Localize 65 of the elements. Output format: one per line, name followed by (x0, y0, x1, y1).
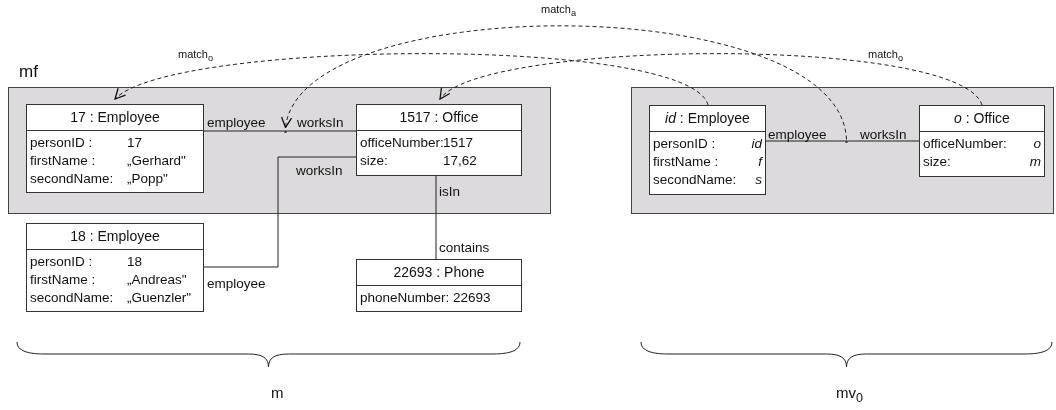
attribute-value: o (1032, 135, 1041, 153)
object-box (649, 105, 766, 195)
object-box (356, 259, 522, 312)
attribute-value: 17 (127, 134, 144, 152)
attribute-value: s (754, 171, 762, 189)
brace-label: m (271, 384, 284, 401)
attribute-name: personID : (30, 253, 94, 271)
link-line (203, 130, 285, 132)
attribute-value: 18 (127, 253, 144, 271)
role-label: employee (207, 276, 266, 291)
attribute-name: firstName : (653, 153, 720, 171)
link-line (435, 175, 437, 260)
match-region (631, 87, 1054, 214)
link-line (203, 156, 357, 268)
attribute-name: officeNumber: (360, 134, 443, 152)
attribute-name: secondName: (30, 289, 115, 307)
object-title: 18 : Employee (27, 224, 203, 250)
attribute-value: 17,62 (443, 152, 478, 170)
edge-label: match$_{o}$ (868, 48, 904, 64)
role-label: worksIn (296, 163, 343, 178)
attribute-name: personID : (653, 135, 717, 153)
edge-label: match$_{o}$ (178, 48, 214, 64)
attribute-value: 1517 (443, 134, 475, 152)
edge-label: match$_{a}$ (541, 3, 577, 19)
object-box (919, 105, 1045, 177)
role-label: isIn (439, 184, 460, 199)
attribute-value: f (757, 153, 762, 171)
link-line (847, 140, 920, 142)
object-title: o : Office (920, 106, 1044, 132)
attribute-value: „Andreas" (127, 271, 188, 289)
attribute-name: size: (360, 152, 389, 170)
object-box (26, 223, 204, 312)
attribute-value: id (750, 135, 762, 153)
link-line (286, 130, 357, 132)
attribute-name: personID : (30, 134, 94, 152)
attribute-name: secondName: (30, 170, 115, 188)
region-title: mf (19, 62, 38, 82)
attribute-value: „Guenzler" (127, 289, 193, 307)
role-label: employee (768, 127, 827, 142)
role-label: worksIn (297, 115, 344, 130)
attribute-value: m (1028, 153, 1041, 171)
object-box (26, 104, 204, 193)
attribute-text: phoneNumber: 22693 (360, 289, 492, 307)
attribute-name: secondName: (653, 171, 738, 189)
role-label: contains (439, 240, 490, 255)
attribute-value: „Popp" (127, 170, 169, 188)
object-title: id : Employee (650, 106, 765, 132)
link-point (284, 129, 287, 133)
role-label: employee (207, 115, 266, 130)
attribute-name: firstName : (30, 152, 97, 170)
object-title: 1517 : Office (357, 105, 521, 131)
attribute-name: firstName : (30, 271, 97, 289)
dashed-arrow (439, 53, 983, 106)
role-label: worksIn (860, 127, 907, 142)
attribute-name: size: (923, 153, 952, 171)
link-point (845, 139, 848, 143)
dashed-arrow (114, 53, 709, 106)
object-title: 22693 : Phone (357, 260, 521, 286)
dashed-arrow (284, 25, 847, 140)
attribute-name: officeNumber: (923, 135, 1006, 153)
link-line (765, 140, 846, 142)
brace-label: mv$_{0}$ (836, 384, 863, 405)
attribute-value: „Gerhard" (127, 152, 187, 170)
object-title: 17 : Employee (27, 105, 203, 131)
object-box (356, 104, 522, 176)
